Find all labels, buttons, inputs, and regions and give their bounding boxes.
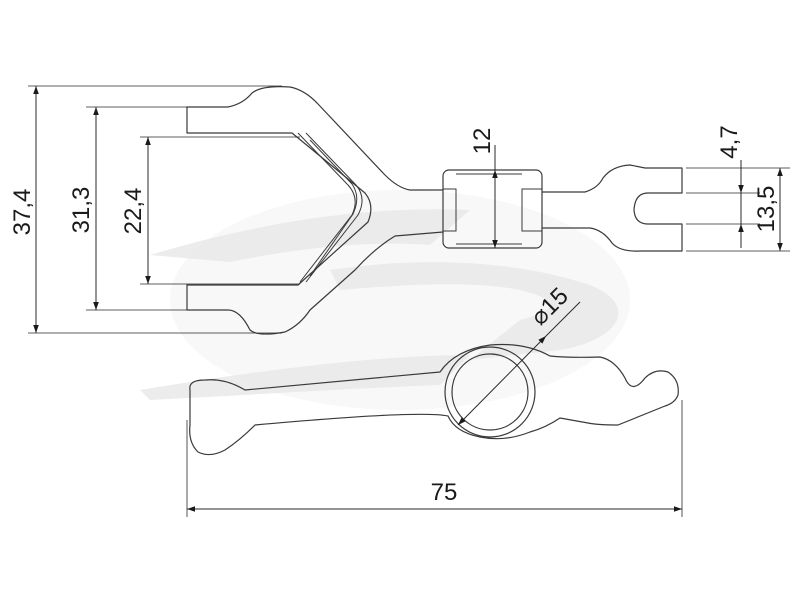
label-tip-height: 13,5 [753,186,780,233]
dim-outer-fork-height: 31,3 [68,106,187,311]
label-overall-length: 75 [431,479,458,506]
dim-tip-height: 13,5 [753,168,783,251]
dim-inner-fork-height: 22,4 [120,136,300,285]
dim-collar-width: 12 [469,128,498,248]
label-overall-height: 37,4 [9,189,36,236]
dim-slot-width: 4,7 [686,125,790,252]
label-collar-width: 12 [469,128,496,155]
dim-overall-height: 37,4 [9,85,282,334]
dim-overall-length: 75 [186,400,683,517]
label-outer-fork-height: 31,3 [68,187,95,234]
label-inner-fork-height: 22,4 [120,188,147,235]
label-slot-width: 4,7 [716,125,743,158]
